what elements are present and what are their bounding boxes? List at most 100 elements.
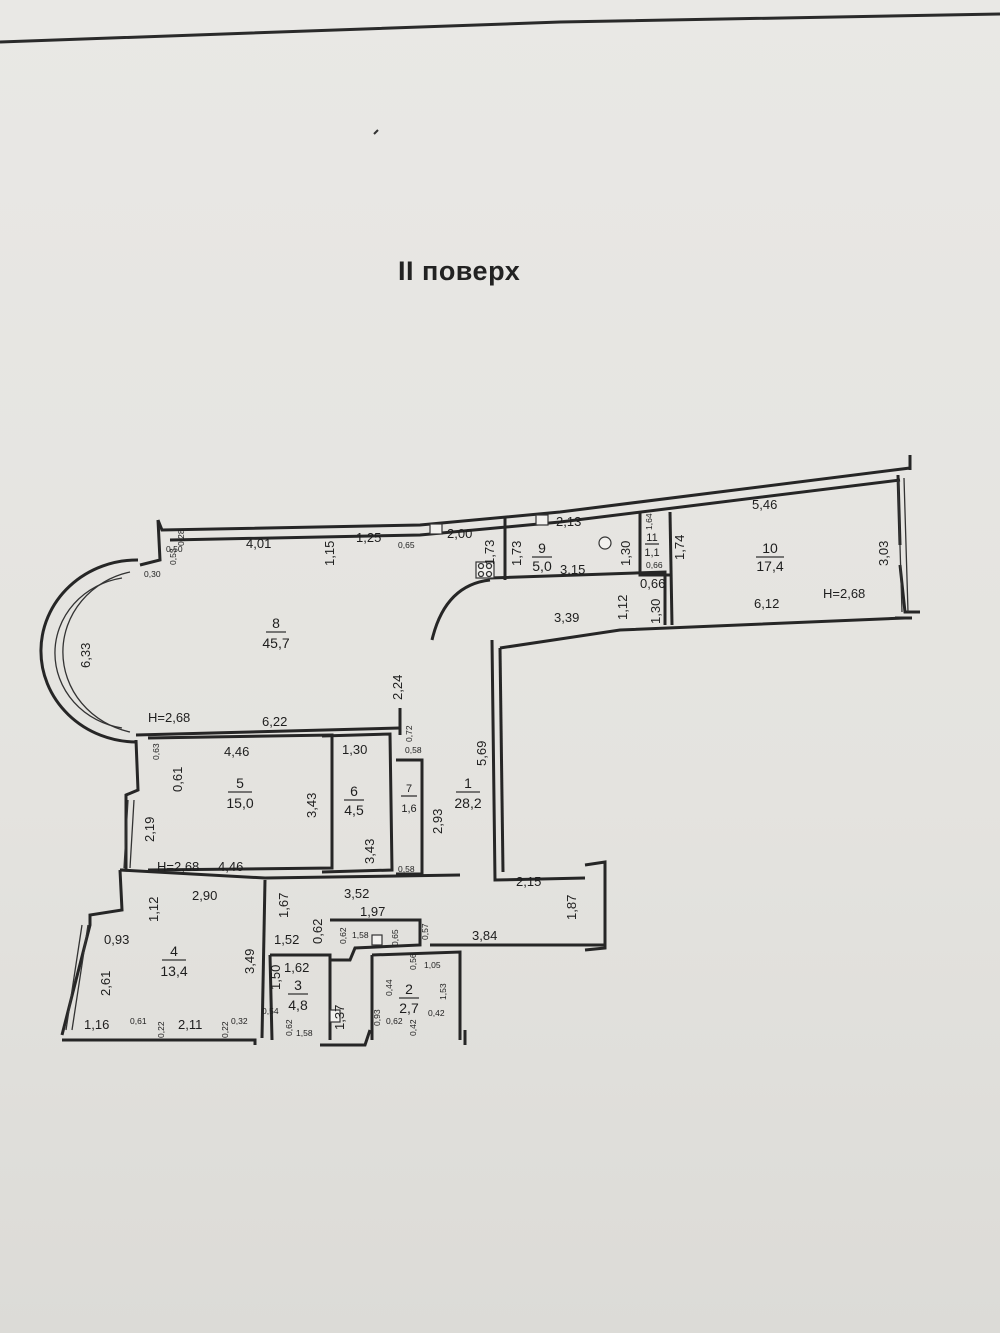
dimension: 0,22: [220, 1021, 230, 1038]
room-area: 4,8: [288, 997, 308, 1013]
dimension: 1,58: [296, 1028, 313, 1038]
dimension: 0,93: [372, 1009, 382, 1026]
dimension: 1,30: [342, 742, 367, 757]
dimension: 0,54: [262, 1006, 279, 1016]
dimension: 1,62: [284, 960, 309, 975]
burner-icon: [485, 570, 493, 578]
dimension: 0,58: [405, 745, 422, 755]
dimension: 2,11: [178, 1017, 202, 1032]
shower-icon: [371, 934, 383, 946]
room-area: 15,0: [226, 795, 253, 811]
dimension: 2,24: [390, 675, 405, 700]
dimension: 4,46: [224, 744, 249, 759]
room-number: 4: [170, 943, 178, 959]
dimension: 1,30: [618, 541, 633, 566]
dimension: 0,30: [144, 569, 161, 579]
burner-icon: [485, 562, 493, 570]
dimension: 0,66: [640, 576, 665, 591]
room-number: 2: [405, 981, 413, 997]
dimension: 4,01: [246, 536, 271, 551]
dimension: 3,43: [304, 793, 319, 818]
room-number: 9: [538, 540, 546, 556]
wall-room7-box: [396, 758, 424, 876]
dimension: 3,84: [472, 928, 497, 943]
walls: [39, 455, 920, 1047]
dimension: 3,52: [344, 886, 369, 901]
dimension: 0,50: [166, 544, 183, 554]
wall-room5-left: [120, 739, 140, 872]
dimension: 6,22: [262, 714, 287, 729]
wall-top-inner: [169, 478, 901, 542]
dimension: 0,93: [104, 932, 129, 947]
dimension: 0,61: [130, 1016, 147, 1026]
dimension: 0,44: [384, 979, 394, 996]
dimension: 0,62: [284, 1019, 294, 1036]
wall-room4-left: [60, 869, 124, 1036]
dimension: 2,19: [142, 817, 157, 842]
room-area: 28,2: [454, 795, 481, 811]
dimension: 0,32: [231, 1016, 248, 1026]
dimension: 2,61: [98, 971, 113, 996]
room-number: 1: [464, 775, 472, 791]
wall-curve-room8: [430, 578, 491, 641]
dimension: 2,13: [556, 514, 581, 529]
dimension: 2,00: [447, 526, 472, 541]
wall-room5-box: [147, 733, 334, 872]
dimension: 1,97: [360, 904, 385, 919]
wall-kitchen-bottom: [489, 570, 667, 625]
wall-room1-right: [490, 639, 586, 882]
dimension: 0,28: [176, 529, 186, 546]
dimension: 1,16: [84, 1017, 109, 1032]
dimension: 1,52: [274, 932, 299, 947]
room-area: 17,4: [756, 558, 783, 574]
toilet-icon: [598, 536, 612, 550]
bay-window-glass: [54, 577, 123, 729]
dimension: 1,67: [276, 893, 291, 918]
room-area: 1,1: [644, 547, 659, 559]
dimension: 1,73: [509, 541, 524, 566]
burner-icon: [477, 562, 485, 570]
room-labels: 8 45,7 5 15,0 6 4,5 7 1,6 1 28,2 9 5,0 1…: [160, 532, 784, 1016]
dimension: 3,43: [362, 839, 377, 864]
ceiling-heights: H=2,68 H=2,68 H=2,68: [148, 586, 865, 874]
glazing-right: [897, 477, 909, 613]
wall-room1-niche: [584, 860, 607, 952]
dimension: 0,62: [338, 927, 348, 944]
height-label: H=2,68: [157, 859, 199, 874]
dimension-labels: 4,01 1,15 1,25 0,65 2,00 1,73 1,73 2,13 …: [78, 497, 891, 1038]
dimension: 1,37: [332, 1005, 347, 1030]
dimension: 0,62: [310, 919, 325, 944]
dimension: 1,73: [482, 540, 497, 565]
dimension: 6,12: [754, 596, 779, 611]
dimension: 6,33: [78, 643, 93, 668]
room-number: 3: [294, 977, 302, 993]
dimension: 1,53: [438, 983, 448, 1000]
dimension: 0,58: [398, 864, 415, 874]
dimension: 2,90: [192, 888, 217, 903]
dimension: 0,65: [390, 929, 400, 946]
dimension: 1,05: [424, 960, 441, 970]
dimension: 1,74: [672, 535, 687, 560]
bay-window-inner: [62, 571, 131, 733]
wall-room5-top: [135, 726, 401, 737]
dimension: 1,25: [356, 530, 381, 545]
wall-room4-top: [119, 868, 461, 880]
dimension: 0,61: [170, 767, 185, 792]
dimension: 2,93: [430, 809, 445, 834]
page-title: II поверх: [398, 256, 521, 286]
dimension: 1,50: [268, 965, 283, 990]
glazing-room5: [123, 799, 135, 869]
dimension: 5,69: [474, 741, 489, 766]
dimension: 1,87: [564, 895, 579, 920]
dimension: 0,42: [428, 1008, 445, 1018]
dimension: 1,15: [322, 541, 337, 566]
dimension: 1,64: [644, 513, 654, 530]
glazing-room4: [65, 924, 89, 1031]
paper-edge: [0, 12, 1000, 44]
wall-left-top: [139, 519, 162, 567]
dimension: 4,46: [218, 859, 243, 874]
wall-bottom: [62, 1029, 467, 1047]
wall-room4-right: [260, 879, 267, 1039]
